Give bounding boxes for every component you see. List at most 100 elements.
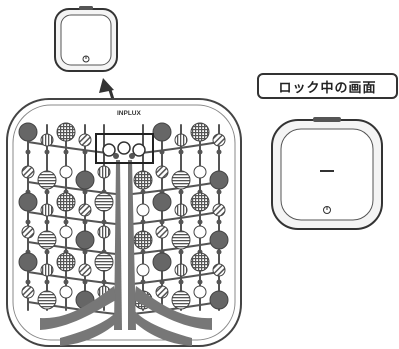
pattern-circle (21, 285, 35, 299)
power-icon (323, 206, 331, 214)
pattern-circle (37, 230, 57, 250)
pattern-dot (197, 149, 203, 155)
pattern-circle (78, 203, 92, 217)
small-device (54, 6, 118, 72)
pattern-dot (140, 219, 146, 225)
pattern-circle (18, 122, 38, 142)
pattern-circle (97, 165, 111, 179)
pattern-dot (159, 149, 165, 155)
pattern-circle (18, 192, 38, 212)
pattern-dot (178, 249, 184, 255)
pattern-circle (152, 122, 172, 142)
pattern-dot (44, 189, 50, 195)
pattern-circle (171, 230, 191, 250)
pattern-dot (82, 279, 88, 285)
pattern-circle (59, 165, 73, 179)
pattern-circle (78, 263, 92, 277)
pattern-circle (193, 165, 207, 179)
pattern-circle (193, 285, 207, 299)
pattern-circle (171, 290, 191, 310)
pattern-circle (59, 285, 73, 299)
pattern-circle (209, 290, 229, 310)
pattern-circle (78, 133, 92, 147)
pattern-circle (56, 252, 76, 272)
pattern-circle (133, 170, 153, 190)
pattern-circle (133, 230, 153, 250)
pattern-dot (82, 219, 88, 225)
pattern-dot (140, 189, 146, 195)
pattern-circle (97, 225, 111, 239)
pattern-dot (63, 219, 69, 225)
pattern-circle (37, 290, 57, 310)
pattern-circle (40, 203, 54, 217)
pattern-dot (197, 279, 203, 285)
pattern-circle (40, 263, 54, 277)
pattern-circle (155, 165, 169, 179)
pattern-circle (174, 133, 188, 147)
pattern-dot (101, 219, 107, 225)
pattern-circle (152, 192, 172, 212)
pattern-circle (37, 170, 57, 190)
pattern-dot (178, 189, 184, 195)
locked-device (271, 117, 383, 230)
device-brand: INPLUX (117, 110, 141, 117)
pattern-circle (56, 122, 76, 142)
pattern-dot (197, 219, 203, 225)
pattern-dot (159, 279, 165, 285)
pattern-circle (21, 165, 35, 179)
pattern-circle (209, 230, 229, 250)
pattern-dot (25, 279, 31, 285)
pattern-dot (44, 219, 50, 225)
pattern-dot (178, 279, 184, 285)
pattern-circle (190, 192, 210, 212)
lock-screen-label: ロック中の画面 (257, 73, 398, 99)
pattern-circle (75, 230, 95, 250)
pattern-dot (216, 219, 222, 225)
tree-trunk (40, 160, 212, 346)
pattern-circle (155, 285, 169, 299)
pattern-circle (209, 170, 229, 190)
pattern-circle (212, 203, 226, 217)
pattern-dot (178, 149, 184, 155)
pattern-dot (216, 279, 222, 285)
pattern-circle (174, 263, 188, 277)
pattern-dot (159, 219, 165, 225)
pattern-circle (136, 263, 150, 277)
highlight-box (95, 133, 154, 164)
pattern-circle (212, 133, 226, 147)
pattern-circle (174, 203, 188, 217)
tree-pattern-panel (6, 98, 242, 347)
pattern-dot (25, 149, 31, 155)
pattern-dot (44, 149, 50, 155)
pattern-circle (190, 252, 210, 272)
pattern-dot (101, 279, 107, 285)
pattern-circle (94, 252, 114, 272)
pattern-dot (63, 279, 69, 285)
pattern-circle (59, 225, 73, 239)
pattern-dot (44, 249, 50, 255)
pattern-circle (155, 225, 169, 239)
pattern-circle (171, 170, 191, 190)
pattern-dot (44, 279, 50, 285)
pattern-circle (94, 192, 114, 212)
pattern-dot (82, 149, 88, 155)
pattern-circle (193, 225, 207, 239)
pattern-circle (75, 170, 95, 190)
pattern-dot (63, 149, 69, 155)
pattern-dot (216, 189, 222, 195)
pattern-circle (152, 252, 172, 272)
pattern-circle (56, 192, 76, 212)
pattern-dot (216, 249, 222, 255)
pattern-dot (82, 249, 88, 255)
pattern-dot (25, 219, 31, 225)
pattern-dot (140, 279, 146, 285)
pattern-dot (178, 219, 184, 225)
pattern-dot (140, 249, 146, 255)
pattern-circle (212, 263, 226, 277)
power-icon (82, 55, 90, 63)
pattern-circle (190, 122, 210, 142)
pattern-circle (136, 203, 150, 217)
pattern-dot (82, 189, 88, 195)
pattern-circle (21, 225, 35, 239)
